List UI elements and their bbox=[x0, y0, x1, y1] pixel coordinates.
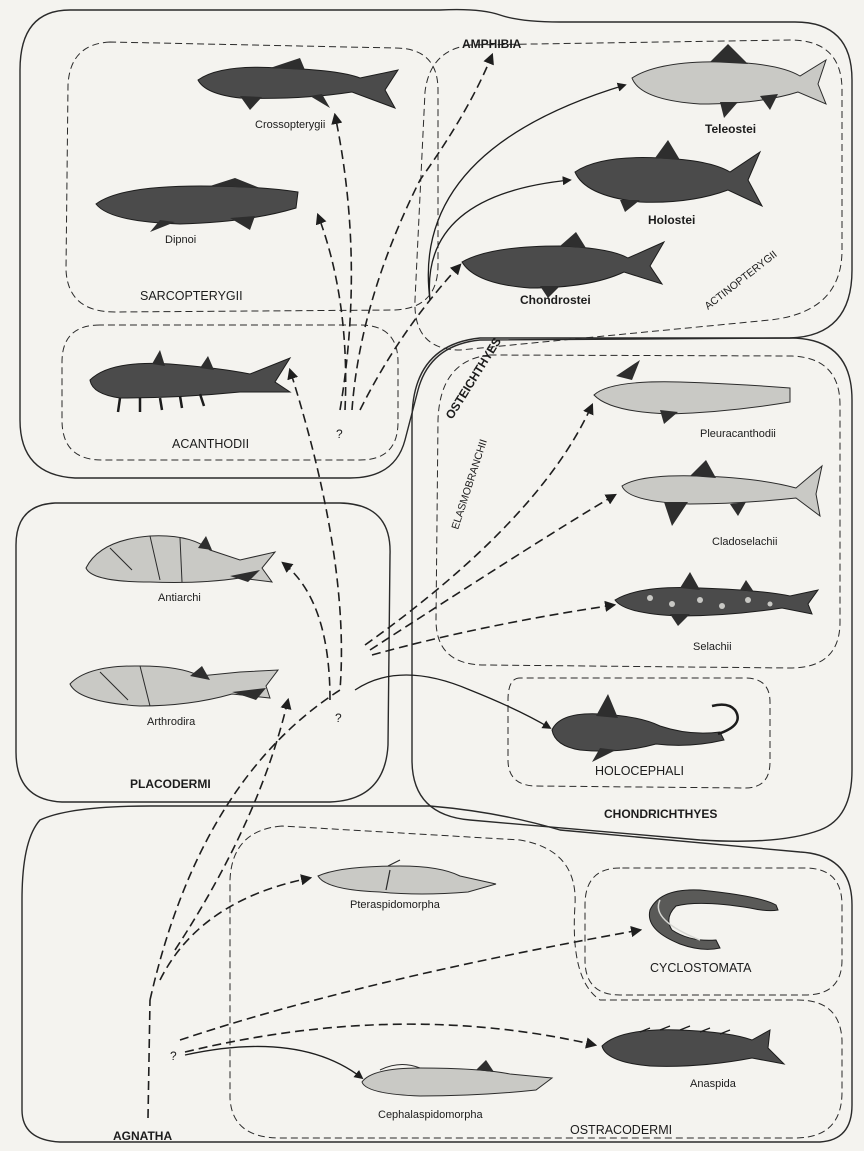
label-selachii: Selachii bbox=[693, 641, 732, 653]
label-placodermi: PLACODERMI bbox=[130, 777, 211, 791]
arrow-to-arthrodira bbox=[175, 700, 288, 950]
holocephali-fish-icon bbox=[552, 694, 738, 762]
label-agnatha: AGNATHA bbox=[113, 1129, 172, 1143]
label-sarcopterygii: SARCOPTERYGII bbox=[140, 289, 243, 303]
label-acanthodii: ACANTHODII bbox=[172, 437, 249, 451]
pteraspidomorpha-fish-icon bbox=[318, 860, 496, 894]
arrow-to-cephalaspidomorpha bbox=[185, 1046, 362, 1078]
label-holostei: Holostei bbox=[648, 213, 695, 227]
label-anaspida: Anaspida bbox=[690, 1078, 737, 1090]
label-chondrichthyes: CHONDRICHTHYES bbox=[604, 807, 717, 821]
label-arthrodira: Arthrodira bbox=[147, 716, 196, 728]
arrow-to-anaspida bbox=[185, 1024, 595, 1052]
ostracodermi-boundary bbox=[230, 826, 842, 1138]
label-chondrostei: Chondrostei bbox=[520, 293, 591, 307]
label-antiarchi: Antiarchi bbox=[158, 592, 201, 604]
arrow-to-chondrostei bbox=[360, 265, 460, 410]
label-cephalaspidomorpha: Cephalaspidomorpha bbox=[378, 1109, 483, 1121]
agnatha-trunk-line bbox=[148, 1000, 150, 1118]
arrow-to-amphibia bbox=[352, 55, 492, 410]
cyclostomata-boundary bbox=[585, 868, 842, 995]
label-crossopterygii: Crossopterygii bbox=[255, 119, 325, 131]
arrow-to-holocephali bbox=[355, 675, 550, 728]
label-cladoselachii: Cladoselachii bbox=[712, 536, 777, 548]
arrow-to-pteraspidomorpha bbox=[160, 878, 310, 980]
dipnoi-fish-icon bbox=[96, 178, 298, 232]
label-pleuracanthodii: Pleuracanthodii bbox=[700, 428, 776, 440]
label-dipnoi: Dipnoi bbox=[165, 234, 196, 246]
label-amphibia: AMPHIBIA bbox=[462, 37, 522, 51]
teleostei-fish-icon bbox=[632, 44, 826, 118]
cladoselachii-fish-icon bbox=[622, 460, 822, 526]
label-ostracodermi: OSTRACODERMI bbox=[570, 1123, 672, 1137]
arrow-to-dipnoi bbox=[318, 215, 346, 410]
label-holocephali: HOLOCEPHALI bbox=[595, 764, 684, 778]
question-mark-agnatha-ancestor: ? bbox=[170, 1049, 177, 1063]
label-elasmobranchii: ELASMOBRANCHII bbox=[449, 438, 489, 531]
cephalaspidomorpha-fish-icon bbox=[362, 1060, 552, 1096]
arthrodira-fish-icon bbox=[70, 666, 278, 706]
acanthodii-fish-icon bbox=[90, 350, 290, 412]
crossopterygii-fish-icon bbox=[198, 58, 398, 110]
chondrostei-fish-icon bbox=[462, 232, 664, 298]
label-pteraspidomorpha: Pteraspidomorpha bbox=[350, 899, 441, 911]
anaspida-fish-icon bbox=[602, 1026, 784, 1066]
antiarchi-fish-icon bbox=[86, 536, 275, 583]
question-mark-placodermi-ancestor: ? bbox=[335, 711, 342, 725]
selachii-fish-icon bbox=[615, 572, 818, 626]
label-cyclostomata: CYCLOSTOMATA bbox=[650, 961, 752, 975]
arrow-to-cladoselachii bbox=[370, 495, 615, 650]
label-actinopterygii: ACTINOPTERYGII bbox=[702, 248, 779, 312]
cyclostomata-fish-icon bbox=[649, 890, 778, 950]
holostei-fish-icon bbox=[575, 140, 762, 212]
label-teleostei: Teleostei bbox=[705, 122, 756, 136]
question-mark-osteichthyes-ancestor: ? bbox=[336, 427, 343, 441]
arrow-to-selachii bbox=[372, 605, 614, 655]
arrow-to-crossopterygii bbox=[335, 115, 351, 410]
arrow-to-antiarchi bbox=[283, 563, 330, 700]
pleuracanthodii-fish-icon bbox=[594, 360, 790, 424]
